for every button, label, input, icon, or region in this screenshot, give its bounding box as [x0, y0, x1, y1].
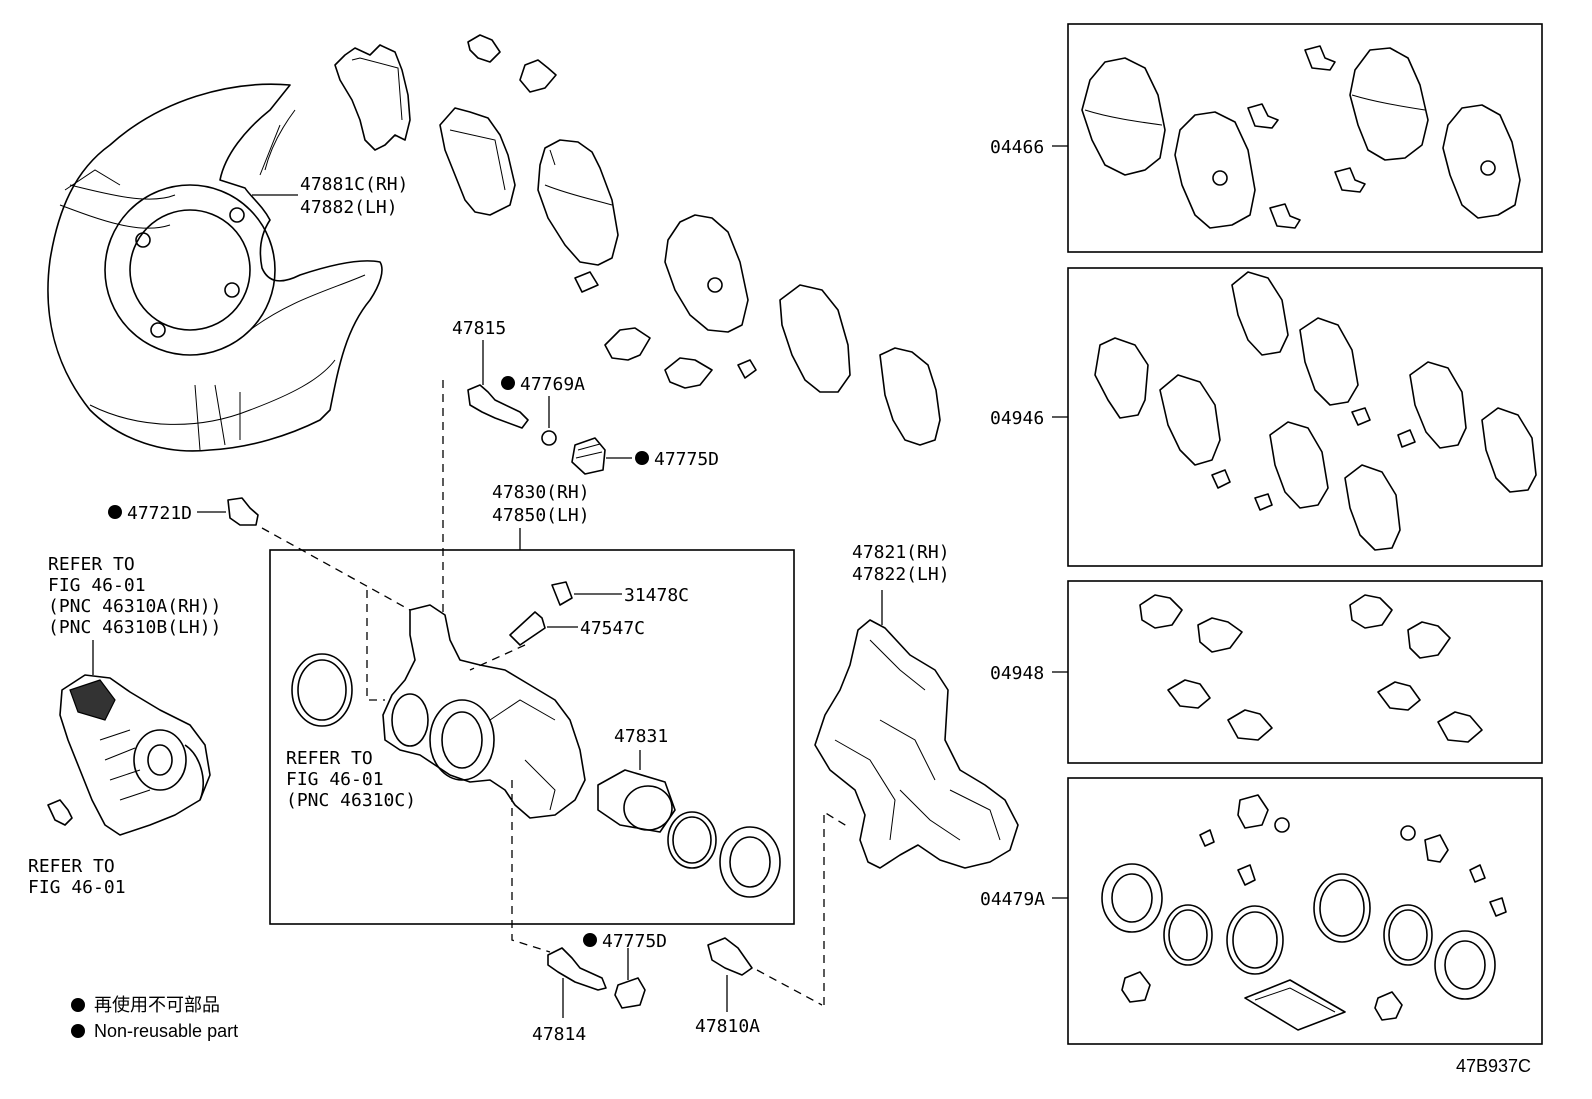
disc-brake-pad-part[interactable] — [664, 214, 749, 333]
caliper-assembly-box — [269, 549, 795, 925]
ref-motor-4: (PNC 46310B(LH)) — [48, 617, 221, 638]
anti-squeal-shim-part[interactable] — [879, 347, 941, 446]
callout-47830-lh: 47850(LH) — [492, 505, 590, 526]
callout-47810: 47810A — [695, 1016, 760, 1037]
ref-seal-2: FIG 46-01 — [286, 769, 384, 790]
kit-box-04948 — [1067, 580, 1543, 764]
ref-motor-3: (PNC 46310A(RH)) — [48, 596, 221, 617]
callout-47775-top: 47775D — [654, 449, 719, 470]
kit-box-04946 — [1067, 267, 1543, 567]
motor-bolt-part[interactable] — [47, 799, 73, 826]
callout-47721: 47721D — [127, 503, 192, 524]
ref-motor-1: REFER TO — [48, 554, 135, 575]
ref-motor-2: FIG 46-01 — [48, 575, 146, 596]
ref-seal-1: REFER TO — [286, 748, 373, 769]
shim-kit-shims[interactable] — [1094, 271, 1537, 551]
anti-squeal-shim-part[interactable] — [439, 107, 516, 216]
legend-japanese: 再使用不可部品 — [94, 995, 220, 1015]
callout-04466: 04466 — [990, 137, 1044, 158]
pad-kit-pads[interactable] — [1081, 47, 1521, 229]
ref-bolt-2: FIG 46-01 — [28, 877, 126, 898]
non-reusable-marker — [108, 505, 122, 519]
bleeder-bolt-part[interactable] — [227, 497, 259, 526]
ref-seal-3: (PNC 46310C) — [286, 790, 416, 811]
callout-47881-lh: 47882(LH) — [300, 197, 398, 218]
parking-brake-motor-part[interactable] — [59, 674, 211, 836]
kit-box-04479 — [1067, 777, 1543, 1045]
boot-part[interactable] — [614, 977, 646, 1009]
callout-47831: 47831 — [614, 726, 668, 747]
caliper-body-part[interactable] — [382, 604, 586, 819]
pad-clip-part[interactable] — [467, 34, 557, 93]
anti-squeal-shim-part[interactable] — [779, 284, 851, 393]
callout-47769: 47769A — [520, 374, 585, 395]
callout-04479: 04479A — [980, 889, 1045, 910]
figure-id: 47B937C — [1456, 1056, 1531, 1076]
callout-04948: 04948 — [990, 663, 1044, 684]
kit-box-04466 — [1067, 23, 1543, 253]
callout-47821-rh: 47821(RH) — [852, 542, 950, 563]
caliper-mounting-bracket-part[interactable] — [814, 619, 1019, 869]
callout-47775-bottom: 47775D — [602, 931, 667, 952]
callout-47814: 47814 — [532, 1024, 586, 1045]
clip-kit-clips[interactable] — [1139, 594, 1483, 743]
piston-part[interactable] — [597, 769, 676, 833]
boot-part[interactable] — [571, 437, 606, 475]
piston-seal-ring-part[interactable] — [291, 653, 353, 727]
callout-47881-rh: 47881C(RH) — [300, 174, 408, 195]
bushing-part[interactable] — [541, 430, 557, 446]
bleeder-plug-part[interactable] — [509, 611, 546, 646]
callout-47547: 47547C — [580, 618, 645, 639]
slide-pin-part[interactable] — [467, 384, 529, 429]
dust-shield-part[interactable] — [47, 83, 383, 452]
non-reusable-marker — [501, 376, 515, 390]
legend-marker-jp — [71, 998, 85, 1012]
non-reusable-marker — [583, 933, 597, 947]
slide-pin-part[interactable] — [547, 947, 607, 991]
caliper-bolt-part[interactable] — [707, 937, 753, 976]
disc-brake-pad-part[interactable] — [537, 139, 619, 293]
anti-squeal-shim-part[interactable] — [334, 44, 411, 151]
callout-31478: 31478C — [624, 585, 689, 606]
non-reusable-marker — [635, 451, 649, 465]
callout-04946: 04946 — [990, 408, 1044, 429]
pad-clip-part[interactable] — [604, 327, 757, 389]
legend-marker-en — [71, 1024, 85, 1038]
legend-english: Non-reusable part — [94, 1021, 238, 1041]
callout-47821-lh: 47822(LH) — [852, 564, 950, 585]
seal-kit-parts[interactable] — [1101, 794, 1507, 1031]
callout-47830-rh: 47830(RH) — [492, 482, 590, 503]
pad-kit-bolts[interactable] — [1247, 45, 1366, 229]
bleeder-cap-part[interactable] — [551, 581, 573, 606]
cylinder-boot-part[interactable] — [719, 826, 781, 898]
piston-seal-part[interactable] — [667, 811, 717, 869]
callout-47815: 47815 — [452, 318, 506, 339]
ref-bolt-1: REFER TO — [28, 856, 115, 877]
